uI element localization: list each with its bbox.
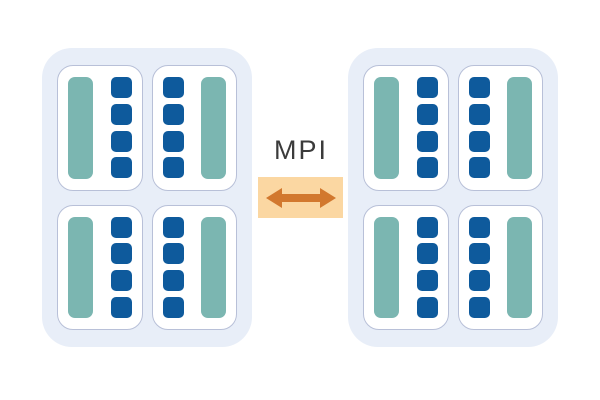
teal-bar bbox=[374, 216, 399, 318]
teal-bar bbox=[374, 77, 399, 179]
core-square bbox=[468, 296, 490, 318]
teal-bar bbox=[68, 77, 93, 179]
socket-card bbox=[151, 204, 237, 330]
socket-card bbox=[57, 65, 143, 191]
core-square bbox=[468, 216, 490, 238]
core-square bbox=[468, 77, 490, 98]
socket-card bbox=[363, 204, 449, 330]
core-square bbox=[468, 103, 490, 125]
core-square bbox=[416, 270, 438, 292]
core-square bbox=[468, 270, 490, 292]
socket-card bbox=[457, 65, 543, 191]
core-square bbox=[162, 216, 184, 238]
core-square bbox=[110, 130, 132, 152]
core-column bbox=[162, 77, 184, 179]
core-column bbox=[416, 77, 438, 179]
core-square bbox=[162, 157, 184, 179]
core-square bbox=[416, 103, 438, 125]
core-square bbox=[162, 130, 184, 152]
mpi-label: MPI bbox=[273, 135, 328, 165]
socket-card bbox=[57, 204, 143, 330]
double-arrow-icon bbox=[265, 187, 336, 208]
core-column bbox=[162, 216, 184, 319]
core-square bbox=[416, 296, 438, 318]
core-column bbox=[110, 77, 132, 179]
core-square bbox=[110, 270, 132, 292]
core-column bbox=[468, 216, 490, 319]
teal-bar bbox=[201, 77, 226, 179]
core-square bbox=[162, 270, 184, 292]
socket-card bbox=[151, 65, 237, 191]
core-square bbox=[110, 243, 132, 265]
core-square bbox=[416, 130, 438, 152]
core-column bbox=[468, 77, 490, 179]
core-square bbox=[468, 243, 490, 265]
compute-node-left bbox=[42, 48, 252, 347]
teal-bar bbox=[507, 216, 532, 318]
core-square bbox=[110, 216, 132, 238]
teal-bar bbox=[201, 216, 226, 318]
compute-node-right bbox=[348, 48, 558, 347]
core-column bbox=[416, 216, 438, 319]
socket-card bbox=[363, 65, 449, 191]
core-square bbox=[110, 103, 132, 125]
core-square bbox=[162, 77, 184, 98]
core-square bbox=[416, 243, 438, 265]
teal-bar bbox=[68, 216, 93, 318]
core-square bbox=[416, 157, 438, 179]
core-square bbox=[468, 157, 490, 179]
core-square bbox=[416, 216, 438, 238]
core-square bbox=[110, 77, 132, 98]
socket-card bbox=[457, 204, 543, 330]
core-square bbox=[468, 130, 490, 152]
core-square bbox=[416, 77, 438, 98]
core-square bbox=[162, 296, 184, 318]
core-square bbox=[162, 103, 184, 125]
core-square bbox=[110, 157, 132, 179]
core-square bbox=[110, 296, 132, 318]
mpi-connector-box bbox=[258, 177, 343, 218]
core-column bbox=[110, 216, 132, 319]
core-square bbox=[162, 243, 184, 265]
teal-bar bbox=[507, 77, 532, 179]
